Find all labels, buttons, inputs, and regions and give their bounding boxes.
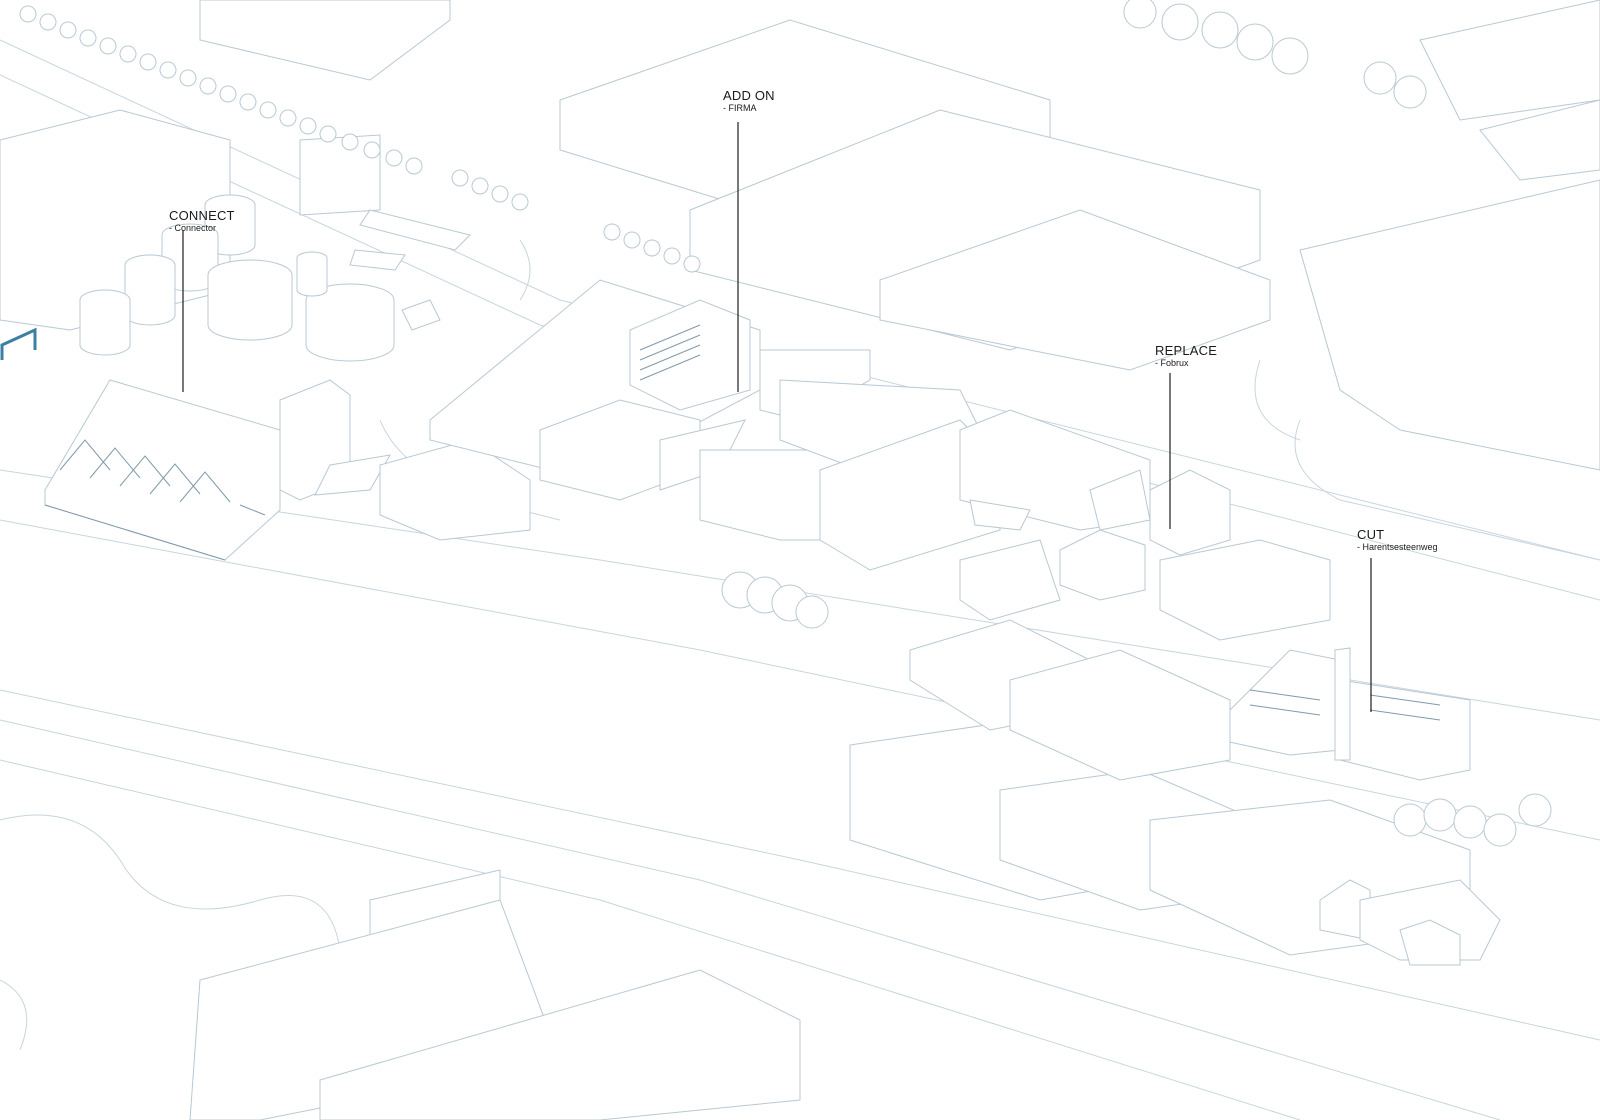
industrial-tanks	[79, 194, 471, 362]
annotation-connect-subtitle: - Connector	[169, 223, 217, 233]
lower-buildings	[909, 619, 1501, 966]
annotation-replace-title: REPLACE	[1155, 343, 1218, 358]
tree-row-top	[19, 5, 701, 273]
annotation-add-on-subtitle: - FIRMA	[723, 103, 757, 113]
annotation-add-on: ADD ON - FIRMA	[723, 88, 775, 113]
annotation-cut-title: CUT	[1357, 527, 1385, 542]
add-on-building	[429, 279, 1001, 571]
annotation-replace-subtitle: - Fobrux	[1155, 358, 1189, 368]
tree-cluster-center	[721, 571, 829, 629]
annotation-connect-title: CONNECT	[169, 208, 235, 223]
annotation-cut: CUT - Harentsesteenweg	[1357, 527, 1438, 552]
annotation-add-on-title: ADD ON	[723, 88, 775, 103]
annotation-replace: REPLACE - Fobrux	[1155, 343, 1217, 368]
connect-building	[0, 327, 531, 561]
annotation-connect: CONNECT - Connector	[169, 208, 235, 233]
tree-cluster-top-right	[1123, 0, 1427, 109]
annotation-cut-subtitle: - Harentsesteenweg	[1357, 542, 1438, 552]
replace-building	[959, 409, 1331, 641]
tree-cluster-bottom-right	[1393, 793, 1552, 847]
cut-building	[1219, 647, 1471, 781]
